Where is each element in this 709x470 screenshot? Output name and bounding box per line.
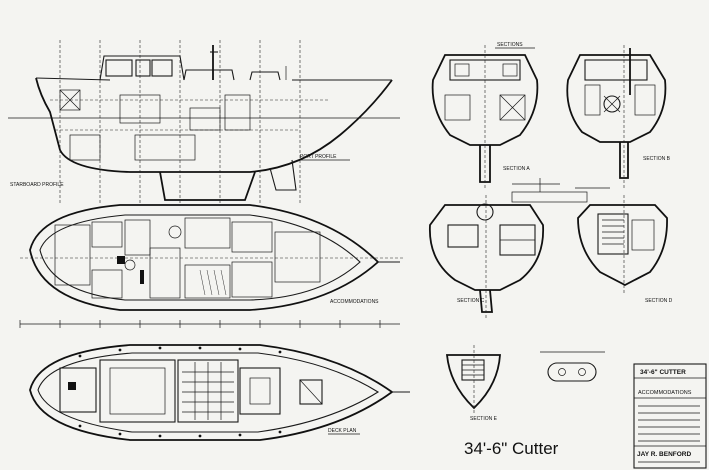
- port-profile-label: PORT PROFILE: [300, 154, 337, 160]
- profile-view: PORT PROFILE STARBOARD PROFILE: [8, 40, 400, 205]
- section-b-drawing: SECTION B: [566, 45, 671, 190]
- sections-label: SECTIONS: [497, 42, 523, 48]
- drawing-title: 34'-6" Cutter: [464, 439, 559, 458]
- section-c-label: SECTION C: [457, 298, 485, 304]
- section-a-label: SECTION A: [503, 166, 530, 172]
- accommodation-plan-view: ACCOMMODATIONS: [19, 204, 405, 328]
- title-block: 34'-6" CUTTER ACCOMMODATIONS JAY R. BENF…: [633, 363, 707, 469]
- section-c-drawing: SECTION C: [429, 195, 545, 320]
- designer-name: JAY R. BENFORD: [637, 451, 691, 458]
- sections-view: SECTIONS SECTION A: [429, 42, 673, 422]
- starboard-profile-label: STARBOARD PROFILE: [10, 182, 64, 188]
- title-block-heading: 34'-6" CUTTER: [640, 369, 686, 376]
- deck-plan-label: DECK PLAN: [328, 428, 357, 434]
- deck-plan-view: DECK PLAN: [29, 344, 410, 441]
- title-block-accommodations: ACCOMMODATIONS: [638, 390, 692, 396]
- hatch-detail: [540, 351, 605, 382]
- section-e-label: SECTION E: [470, 416, 498, 422]
- section-d-drawing: SECTION D: [577, 195, 673, 304]
- section-a-drawing: SECTION A: [431, 45, 539, 190]
- section-b-label: SECTION B: [643, 156, 671, 162]
- section-e-drawing: SECTION E: [446, 345, 501, 422]
- section-d-label: SECTION D: [645, 298, 673, 304]
- accommodations-label: ACCOMMODATIONS: [330, 299, 379, 305]
